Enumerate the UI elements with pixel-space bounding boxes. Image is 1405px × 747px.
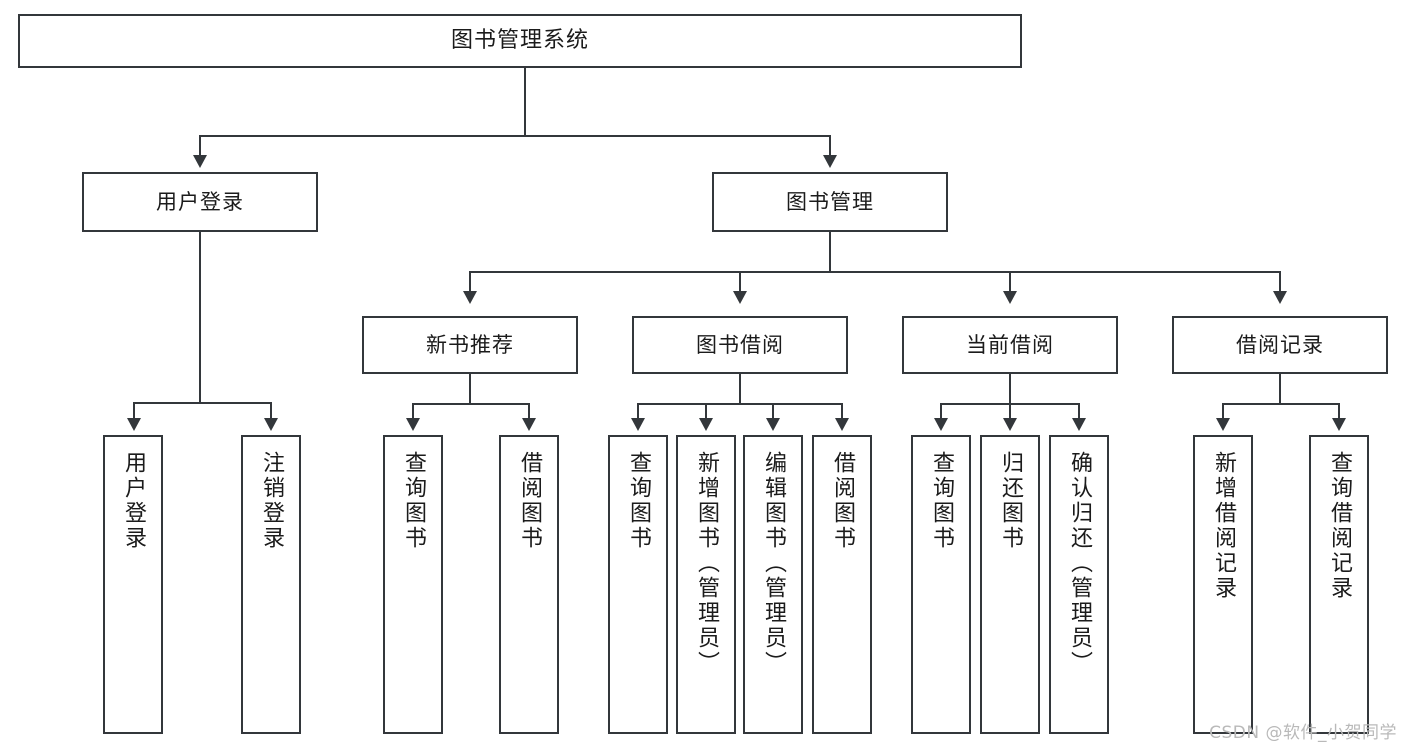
connector-new-book-stem [469, 374, 471, 404]
arrow-current-borrow-leaf-1 [934, 418, 948, 431]
arrow-book-borrow-leaf-4 [835, 418, 849, 431]
leaf-new-book-query[interactable]: 查询图书 [383, 435, 443, 734]
leaf-label: 用户登录 [120, 451, 146, 551]
connector-book-borrow-drop-3 [772, 403, 774, 420]
leaf-label: 查询图书 [625, 451, 651, 551]
connector-new-book-bus [412, 403, 529, 405]
leaf-label: 借阅图书 [516, 451, 542, 551]
leaf-new-book-borrow[interactable]: 借阅图书 [499, 435, 559, 734]
connector-borrow-record-drop-1 [1222, 403, 1224, 420]
arrow-borrow-record-leaf-2 [1332, 418, 1346, 431]
arrow-to-borrow-record [1273, 291, 1287, 304]
arrow-current-borrow-leaf-3 [1072, 418, 1086, 431]
leaf-user-login-logout[interactable]: 注销登录 [241, 435, 301, 734]
node-root-system[interactable]: 图书管理系统 [18, 14, 1022, 68]
leaf-label: 新增图书（管理员） [693, 451, 719, 676]
leaf-label: 查询图书 [928, 451, 954, 551]
node-book-borrow[interactable]: 图书借阅 [632, 316, 848, 374]
leaf-label: 查询借阅记录 [1326, 451, 1352, 601]
leaf-book-borrow-query[interactable]: 查询图书 [608, 435, 668, 734]
node-label: 图书管理 [786, 189, 874, 214]
leaf-borrow-record-query[interactable]: 查询借阅记录 [1309, 435, 1369, 734]
connector-book-borrow-drop-1 [637, 403, 639, 420]
leaf-book-borrow-edit-admin[interactable]: 编辑图书（管理员） [743, 435, 803, 734]
leaf-book-borrow-add-admin[interactable]: 新增图书（管理员） [676, 435, 736, 734]
connector-root-to-user-login [199, 135, 201, 157]
node-label: 用户登录 [156, 189, 244, 214]
node-new-book-recommend[interactable]: 新书推荐 [362, 316, 578, 374]
node-current-borrow[interactable]: 当前借阅 [902, 316, 1118, 374]
arrow-book-borrow-leaf-1 [631, 418, 645, 431]
connector-book-manage-stem [829, 232, 831, 272]
connector-to-current-borrow [1009, 271, 1011, 293]
leaf-current-borrow-return[interactable]: 归还图书 [980, 435, 1040, 734]
csdn-watermark: CSDN @软件_小贺同学 [1209, 723, 1397, 743]
arrow-to-book-borrow [733, 291, 747, 304]
leaf-label: 归还图书 [997, 451, 1023, 551]
connector-new-book-drop-1 [412, 403, 414, 420]
leaf-current-borrow-query[interactable]: 查询图书 [911, 435, 971, 734]
connector-borrow-record-stem [1279, 374, 1281, 404]
arrow-new-book-leaf-1 [406, 418, 420, 431]
connector-user-login-stem [199, 232, 201, 403]
connector-current-borrow-stem [1009, 374, 1011, 404]
connector-root-to-book-manage [829, 135, 831, 157]
arrow-root-to-user-login [193, 155, 207, 168]
connector-current-borrow-drop-3 [1078, 403, 1080, 420]
node-label: 新书推荐 [426, 332, 514, 357]
arrow-book-borrow-leaf-2 [699, 418, 713, 431]
leaf-current-borrow-confirm-admin[interactable]: 确认归还（管理员） [1049, 435, 1109, 734]
arrow-user-login-leaf-2 [264, 418, 278, 431]
connector-book-borrow-stem [739, 374, 741, 404]
leaf-label: 注销登录 [258, 451, 284, 551]
connector-book-borrow-drop-4 [841, 403, 843, 420]
arrow-root-to-book-manage [823, 155, 837, 168]
node-label: 图书借阅 [696, 332, 784, 357]
node-borrow-record[interactable]: 借阅记录 [1172, 316, 1388, 374]
connector-to-new-book [469, 271, 471, 293]
connector-new-book-drop-2 [528, 403, 530, 420]
arrow-current-borrow-leaf-2 [1003, 418, 1017, 431]
arrow-to-new-book [463, 291, 477, 304]
connector-borrow-record-bus [1222, 403, 1339, 405]
connector-to-borrow-record [1279, 271, 1281, 293]
leaf-label: 编辑图书（管理员） [760, 451, 786, 676]
node-label: 借阅记录 [1236, 332, 1324, 357]
connector-level3-bus [469, 271, 1279, 273]
node-user-login[interactable]: 用户登录 [82, 172, 318, 232]
arrow-user-login-leaf-1 [127, 418, 141, 431]
connector-current-borrow-drop-2 [1009, 403, 1011, 420]
leaf-book-borrow-borrow[interactable]: 借阅图书 [812, 435, 872, 734]
connector-root-stem [524, 68, 526, 136]
arrow-borrow-record-leaf-1 [1216, 418, 1230, 431]
leaf-label: 查询图书 [400, 451, 426, 551]
node-book-management[interactable]: 图书管理 [712, 172, 948, 232]
connector-book-borrow-bus [637, 403, 843, 405]
arrow-book-borrow-leaf-3 [766, 418, 780, 431]
node-label: 图书管理系统 [450, 28, 589, 54]
leaf-label: 确认归还（管理员） [1066, 451, 1092, 676]
connector-user-login-drop-2 [270, 402, 272, 420]
leaf-label: 新增借阅记录 [1210, 451, 1236, 601]
connector-current-borrow-drop-1 [940, 403, 942, 420]
connector-root-bus [199, 135, 831, 137]
connector-borrow-record-drop-2 [1338, 403, 1340, 420]
leaf-borrow-record-add[interactable]: 新增借阅记录 [1193, 435, 1253, 734]
connector-user-login-bus [133, 402, 271, 404]
connector-book-borrow-drop-2 [705, 403, 707, 420]
leaf-label: 借阅图书 [829, 451, 855, 551]
leaf-user-login-login[interactable]: 用户登录 [103, 435, 163, 734]
connector-user-login-drop-1 [133, 402, 135, 420]
connector-to-book-borrow [739, 271, 741, 293]
arrow-new-book-leaf-2 [522, 418, 536, 431]
node-label: 当前借阅 [966, 332, 1054, 357]
arrow-to-current-borrow [1003, 291, 1017, 304]
